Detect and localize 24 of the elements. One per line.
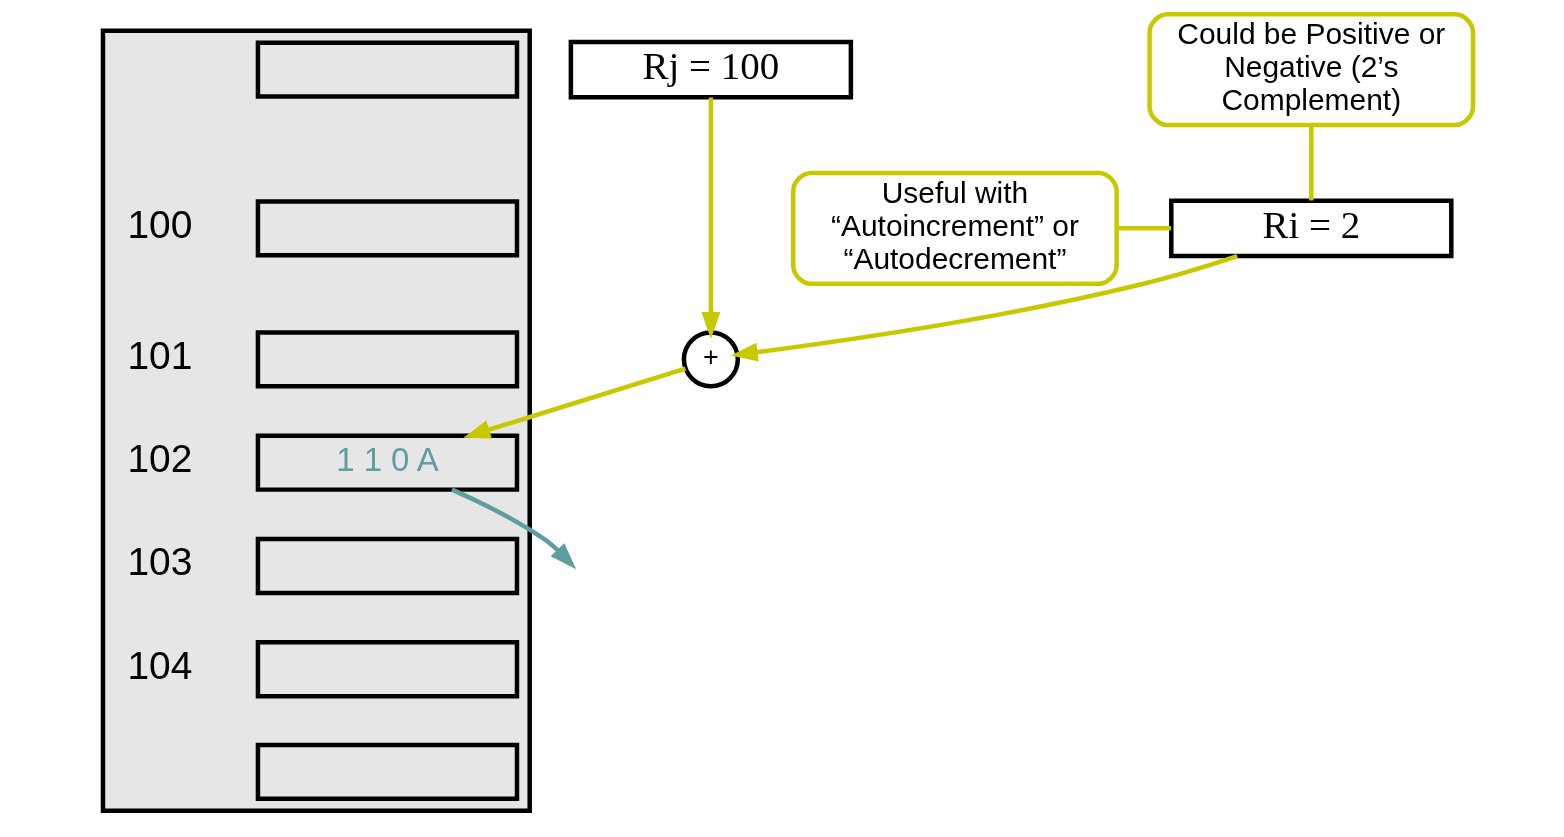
connector: [1117, 226, 1171, 231]
node-box: [255, 199, 520, 258]
node-box: Could be Positive or Negative (2’s Complement): [1147, 12, 1476, 128]
connector: [1309, 125, 1314, 201]
node-box: 1 1 0 A: [255, 433, 520, 492]
arrow: [451, 487, 577, 570]
node-box: Useful with “Autoincrement” or “Autodecrement”: [791, 170, 1119, 286]
node-label: 100: [127, 202, 193, 246]
node-box: Rj = 100: [568, 39, 854, 100]
arrow: [463, 366, 687, 439]
node-label: 104: [127, 643, 193, 687]
node-box: [255, 330, 520, 389]
arrow: [730, 254, 1238, 362]
node-box: [255, 536, 520, 596]
node-box: [255, 640, 520, 699]
node-box: Ri = 2: [1169, 198, 1454, 259]
node-box: [255, 742, 520, 802]
arrow: [701, 97, 721, 340]
node-label: 102: [127, 437, 193, 481]
cluster: [100, 28, 532, 814]
node-label: 103: [127, 540, 193, 584]
node-label: 101: [127, 333, 193, 377]
node-box: [255, 40, 520, 99]
node-circle: +: [681, 330, 741, 389]
